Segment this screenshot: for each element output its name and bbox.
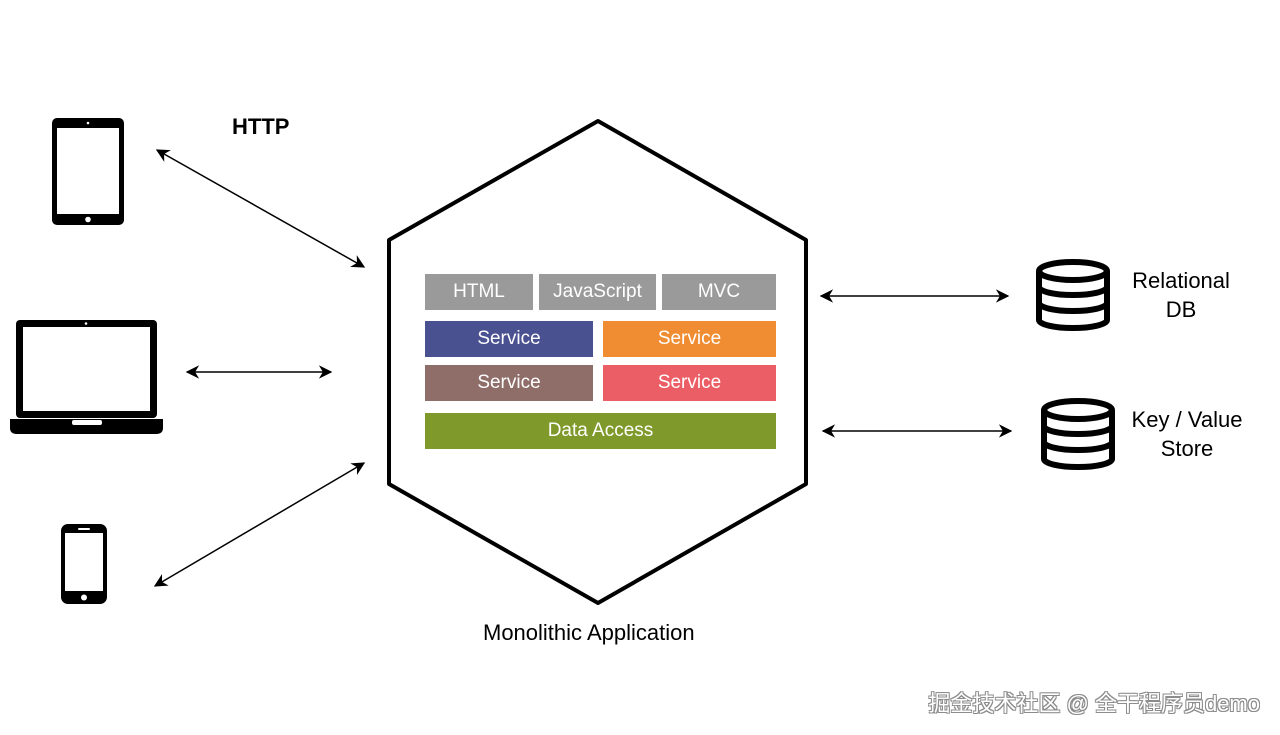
- layer-html-label: HTML: [453, 281, 505, 302]
- arrow-phone-app: [153, 462, 366, 587]
- layer-data-access-label: Data Access: [547, 420, 654, 441]
- laptop-icon: [10, 320, 163, 434]
- database-icon: [1036, 259, 1110, 331]
- relational-db-label: Relational DB: [1132, 268, 1230, 322]
- layer-service-blue: Service: [425, 321, 593, 357]
- layer-mvc-label: MVC: [697, 281, 741, 302]
- watermark: 掘金技术社区 @ 全干程序员demo: [928, 691, 1261, 717]
- layer-service-brown: Service: [425, 365, 593, 401]
- layer-service-label: Service: [477, 372, 541, 393]
- layer-data-access: Data Access: [425, 413, 776, 449]
- database-icon: [1041, 398, 1115, 470]
- phone-icon: [61, 524, 107, 604]
- kv-store-label: Key / Value Store: [1131, 407, 1243, 461]
- layer-javascript-label: JavaScript: [553, 281, 642, 302]
- http-label: HTTP: [232, 114, 290, 139]
- arrow-tablet-app: [155, 149, 366, 268]
- layer-javascript: JavaScript: [539, 274, 656, 310]
- layer-service-label: Service: [657, 372, 722, 393]
- layer-mvc: MVC: [662, 274, 776, 310]
- tablet-icon: [52, 118, 124, 225]
- monolithic-application-label: Monolithic Application: [483, 620, 695, 645]
- layer-service-red: Service: [603, 365, 776, 401]
- layer-service-label: Service: [477, 328, 541, 349]
- monolith-hexagon: [387, 119, 808, 605]
- layer-service-orange: Service: [603, 321, 776, 357]
- layer-html: HTML: [425, 274, 533, 310]
- layer-service-label: Service: [657, 328, 722, 349]
